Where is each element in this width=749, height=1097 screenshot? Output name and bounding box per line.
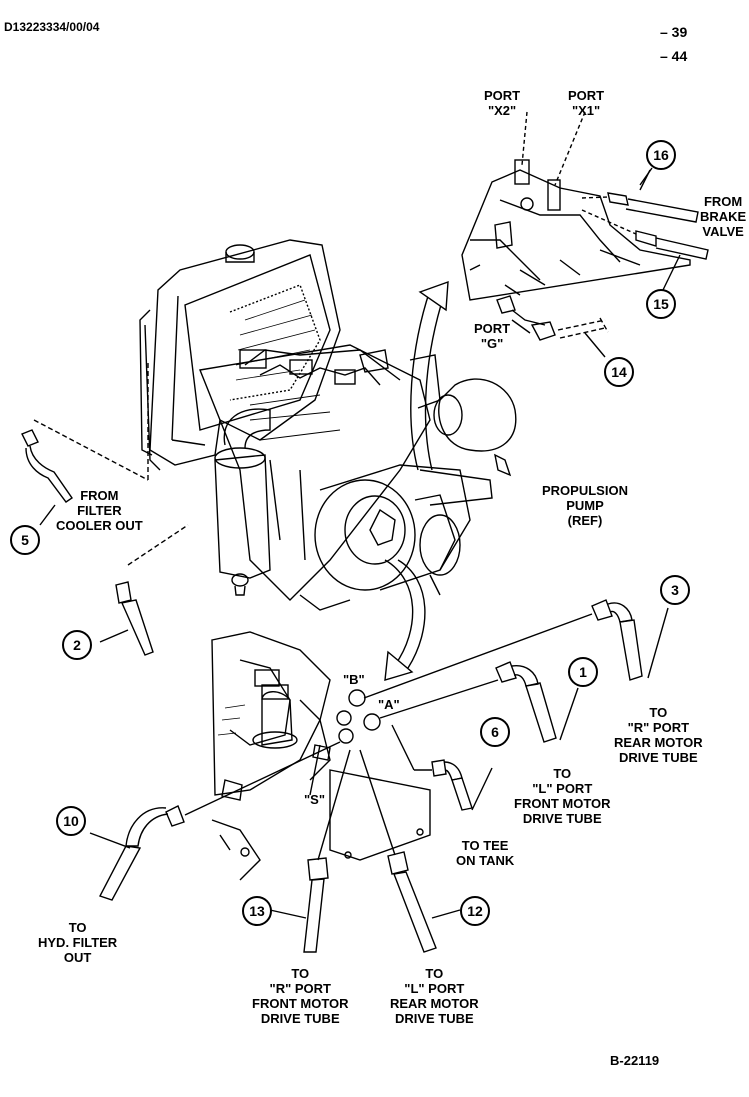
tube-10 bbox=[89, 805, 185, 901]
callout-14: 14 bbox=[604, 357, 634, 387]
air-cleaner bbox=[214, 408, 271, 596]
callout-13: 13 bbox=[242, 896, 272, 926]
fitting-2 bbox=[115, 581, 154, 656]
callout-15: 15 bbox=[646, 289, 676, 319]
label-port-s: "S" bbox=[304, 792, 325, 807]
tube-6 bbox=[431, 759, 493, 811]
label-port-b: "B" bbox=[343, 672, 365, 687]
port-leaders bbox=[184, 613, 593, 861]
label-port-a: "A" bbox=[378, 697, 400, 712]
label-port-g: PORT"G" bbox=[474, 321, 511, 351]
hose-16 bbox=[581, 167, 699, 223]
document-id: D13223334/00/04 bbox=[4, 20, 100, 34]
page-ref-2: – 44 bbox=[660, 48, 688, 64]
label-port-x1: PORT"X1" bbox=[568, 88, 605, 118]
pump-port-detail bbox=[461, 111, 691, 301]
engine-block bbox=[199, 344, 441, 601]
figure-id: B-22119 bbox=[610, 1053, 660, 1068]
callout-2: 2 bbox=[62, 630, 92, 660]
detail-arrow-up bbox=[410, 280, 449, 471]
tube-13 bbox=[269, 857, 329, 953]
hose-15 bbox=[581, 209, 709, 293]
radiator-fan-shroud bbox=[139, 239, 341, 471]
callout-5: 5 bbox=[10, 525, 40, 555]
callout-6: 6 bbox=[480, 717, 510, 747]
tube-1 bbox=[495, 661, 579, 743]
page-ref-1: – 39 bbox=[660, 24, 688, 40]
tube-3 bbox=[591, 599, 669, 681]
callout-1: 1 bbox=[568, 657, 598, 687]
lower-pump-detail bbox=[211, 631, 431, 881]
fitting-g bbox=[496, 295, 609, 358]
callout-3: 3 bbox=[660, 575, 690, 605]
callout-12: 12 bbox=[460, 896, 490, 926]
callout-16: 16 bbox=[646, 140, 676, 170]
pump-body bbox=[299, 378, 517, 611]
callout-10: 10 bbox=[56, 806, 86, 836]
detail-arrow-down bbox=[384, 559, 426, 681]
tube-12 bbox=[387, 851, 461, 953]
label-port-x2: PORT"X2" bbox=[484, 88, 521, 118]
leaders-left bbox=[33, 360, 189, 643]
fitting-5 bbox=[21, 429, 73, 503]
